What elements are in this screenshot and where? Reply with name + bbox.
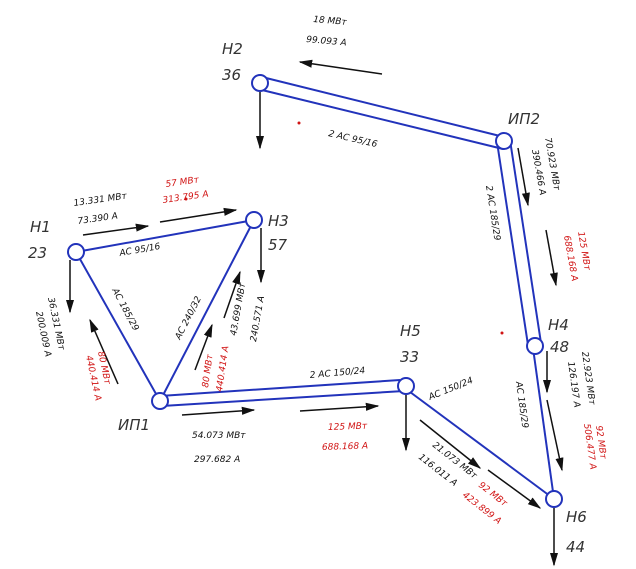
line-label-n1-n3: АС 95/16 (118, 242, 162, 259)
node-n5-name: Н5 (400, 322, 421, 340)
flow-ip1n3-i-red: 440.414 А (215, 345, 231, 392)
flow-arrow-n5n6-b (487, 469, 542, 509)
line-label-ip1-n3: АС 240/32 (173, 295, 204, 343)
node-n1-load: 23 (28, 244, 47, 262)
flow-ip1n5-i-red: 688.168 А (322, 441, 369, 453)
node-n4-circle[interactable] (526, 337, 544, 355)
line-ip2-n2 (257, 75, 504, 150)
flow-arrow-n1n3-a (82, 223, 150, 236)
node-n4-load: 48 (550, 338, 569, 356)
node-n1-circle[interactable] (67, 243, 85, 261)
node-n6-circle[interactable] (545, 490, 563, 508)
line-n5-n6 (405, 388, 555, 500)
flow-arrow-ip1n1-a (89, 318, 119, 385)
flow-arrow-ip1n3-b (223, 270, 241, 319)
flow-n4n6-p: 22.923 МВт (579, 351, 596, 406)
node-ip2-name: ИП2 (508, 110, 540, 128)
flow-arrow-n1n3-b (159, 207, 238, 223)
flow-arrow-top (298, 59, 383, 75)
flow-arrow-n4n6-a (546, 399, 564, 472)
flow-arrow-n5n6-a (419, 419, 482, 469)
node-n4-name: Н4 (548, 316, 569, 334)
flow-n4n6-p-red: 92 МВт (593, 425, 608, 460)
node-n3-load: 57 (268, 236, 288, 254)
flow-ip1n5-p-red: 125 МВт (328, 422, 368, 433)
flow-ip2-i: 390.466 А (529, 149, 547, 196)
red-dot (500, 331, 504, 335)
node-n6-name: Н6 (566, 508, 587, 526)
node-n2-name: Н2 (222, 40, 243, 58)
flow-ip1n3-p: 43.699 МВт (229, 281, 248, 336)
flow-n1n3-p-red: 57 МВт (165, 175, 200, 190)
flow-ip2-i-red: 688.168 А (561, 235, 579, 282)
node-n2-circle[interactable] (251, 74, 269, 92)
flow-top-i: 99.093 А (306, 35, 347, 48)
flow-ip1n5-p: 54.073 МВт (192, 431, 246, 441)
flow-arrow-ip1n3-a (194, 323, 213, 371)
line-n1-n3 (75, 219, 255, 253)
flow-n4n6-i: 126.197 А (565, 361, 581, 408)
flow-n1n3-p: 13.331 МВт (73, 192, 128, 209)
flow-n1n3-i: 73.390 А (77, 211, 119, 227)
line-label-ip1-n5: 2 АС 150/24 (309, 366, 365, 381)
flow-arrow-ip2-b (545, 229, 558, 287)
line-label-ip1-n1: АС 185/29 (109, 286, 140, 333)
flow-ip2-p-red: 125 МВт (575, 231, 592, 272)
node-ip1-name: ИП1 (118, 416, 150, 434)
line-label-ip2-n4: 2 АС 185/29 (483, 185, 502, 242)
line-ip1-n5 (159, 379, 405, 407)
line-ip1-n3 (159, 219, 255, 402)
line-label-n5-n6: АС 150/24 (426, 376, 474, 403)
line-ip2-n4 (496, 139, 542, 346)
flow-arrow-ip1n5-b (299, 402, 380, 412)
node-ip1-circle[interactable] (151, 392, 169, 410)
node-ip2-circle[interactable] (495, 132, 513, 150)
line-n4-n6 (532, 347, 555, 500)
node-n1-name: Н1 (30, 218, 51, 236)
flow-ip1n3-i: 240.571 А (249, 295, 267, 342)
flow-arrow-ip1n5-a (181, 406, 256, 416)
flow-ip1n5-i: 297.682 А (194, 455, 240, 465)
node-n5-load: 33 (400, 348, 419, 366)
node-n3-circle[interactable] (245, 211, 263, 229)
line-ip1-n1 (75, 251, 161, 402)
line-label-ip2-n2: 2 АС 95/16 (327, 129, 378, 150)
node-n3-name: Н3 (268, 212, 289, 230)
flow-arrow-ip2-a (517, 147, 530, 207)
node-n6-load: 44 (566, 538, 585, 556)
line-label-n4-n6: АС 185/29 (513, 380, 530, 429)
node-n2-load: 36 (222, 66, 241, 84)
node-n5-circle[interactable] (397, 377, 415, 395)
red-dot (297, 121, 301, 125)
flow-ip1n3-p-red: 80 МВт (201, 353, 216, 388)
flow-top-p: 18 МВт (313, 15, 348, 28)
red-dot (184, 197, 188, 201)
